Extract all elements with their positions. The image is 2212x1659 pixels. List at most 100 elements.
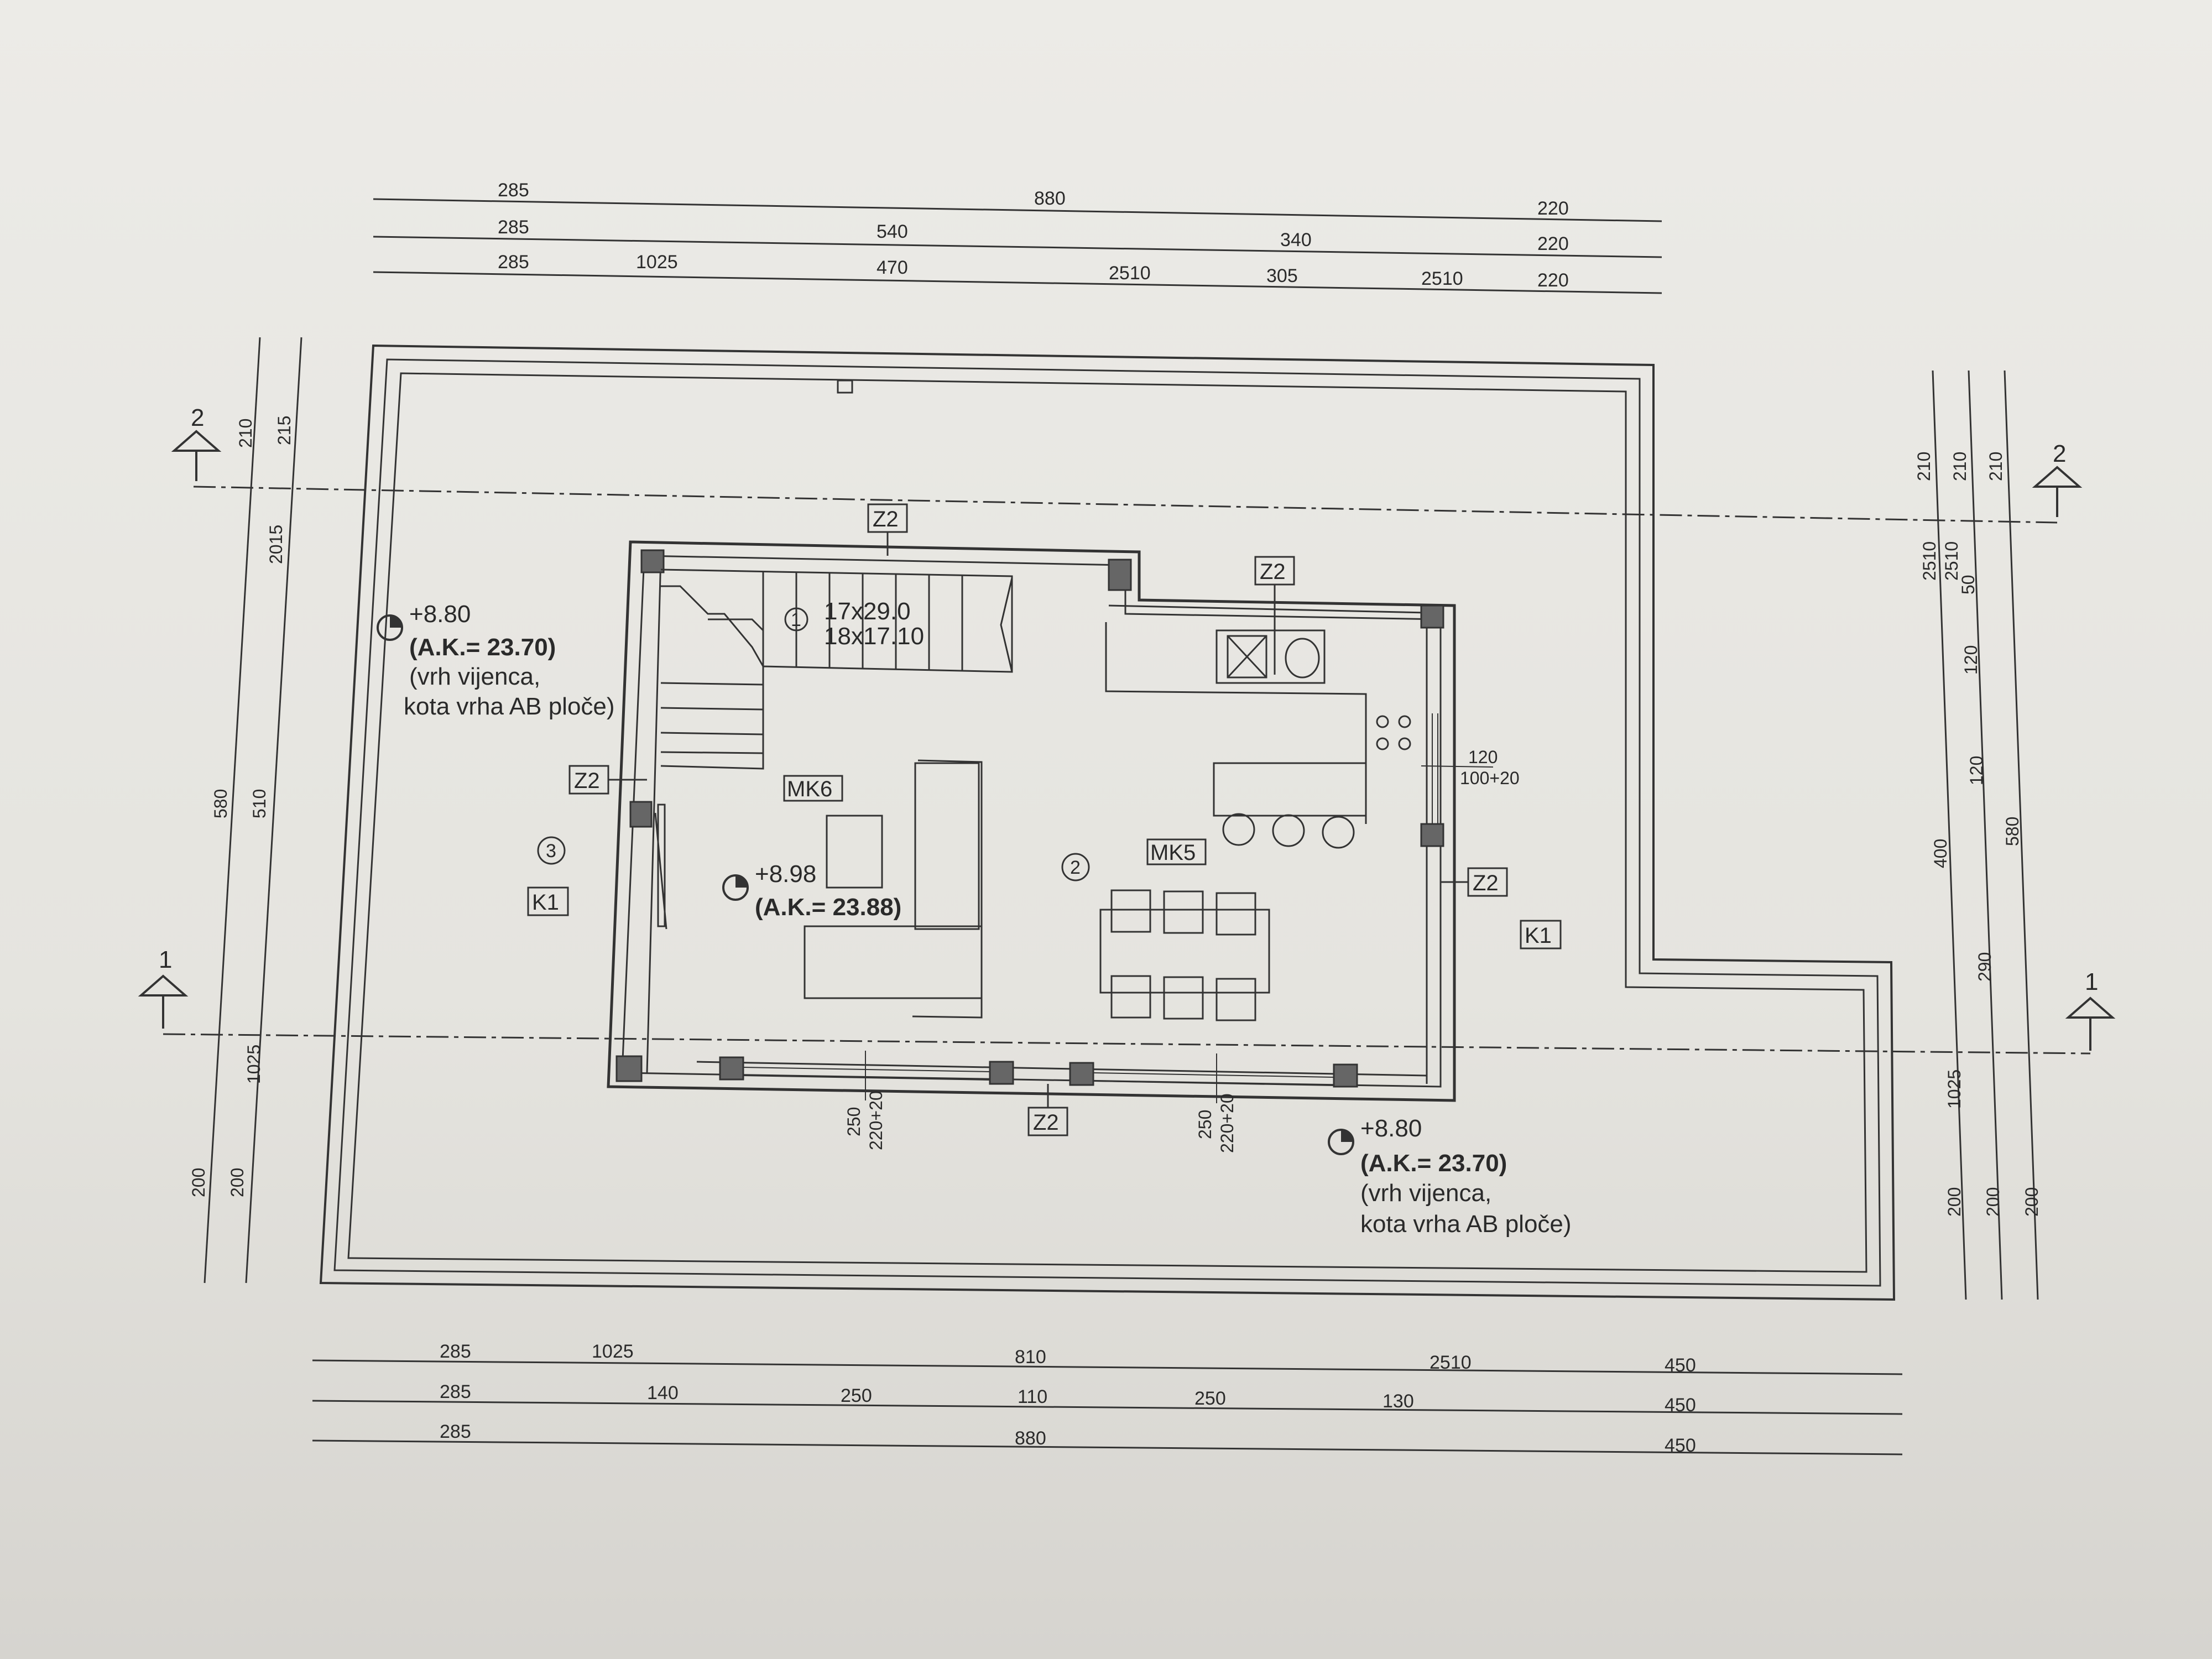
svg-text:250: 250: [841, 1385, 872, 1406]
svg-text:250: 250: [844, 1107, 864, 1136]
kitchen: [1105, 622, 1411, 849]
svg-text:810: 810: [1015, 1347, 1046, 1368]
tags: [527, 503, 1562, 1136]
section-markers: [138, 430, 2116, 1051]
level-mark-center: +8.98 (A.K.= 23.88): [722, 860, 901, 921]
tag-z2-right: Z2: [1473, 871, 1499, 895]
svg-text:1025: 1025: [636, 252, 678, 273]
svg-text:110: 110: [1018, 1386, 1047, 1407]
svg-text:290: 290: [1975, 952, 1995, 982]
svg-text:305: 305: [1266, 265, 1298, 286]
svg-text:2510: 2510: [1919, 541, 1939, 581]
tag-z2-top: Z2: [873, 507, 899, 531]
svg-text:120: 120: [1468, 747, 1498, 767]
svg-text:200: 200: [227, 1168, 247, 1197]
room-numbers: 2 3: [537, 836, 1090, 881]
tag-k1-left: K1: [532, 890, 559, 915]
svg-text:250: 250: [1195, 1110, 1215, 1139]
svg-text:200: 200: [1944, 1187, 1964, 1217]
left-dimensions: 210 580 1025 200 215 2015 510 200: [189, 416, 294, 1197]
svg-text:200: 200: [2022, 1187, 2042, 1217]
svg-text:210: 210: [1914, 452, 1934, 481]
svg-text:1: 1: [791, 609, 801, 630]
bottom-windows: [743, 1051, 1334, 1103]
level-mark-right: +8.80 (A.K.= 23.70) (vrh vijenca, kota v…: [1328, 1115, 1572, 1238]
svg-text:210: 210: [1950, 452, 1970, 481]
svg-text:(A.K.= 23.88): (A.K.= 23.88): [755, 894, 901, 921]
tag-k1-right: K1: [1525, 924, 1552, 948]
svg-text:510: 510: [249, 789, 269, 818]
svg-text:880: 880: [1015, 1428, 1046, 1449]
svg-text:200: 200: [1983, 1187, 2003, 1217]
top-dimensions: 285 880 220 285 540 340 220 285 1025 470…: [498, 180, 1569, 291]
svg-text:220: 220: [1537, 270, 1569, 291]
roof-outline: [319, 344, 1896, 1301]
svg-text:(vrh vijenca,: (vrh vijenca,: [1360, 1180, 1491, 1207]
tag-z2-kitchen: Z2: [1260, 560, 1286, 584]
svg-text:285: 285: [498, 180, 529, 201]
svg-text:+8.80: +8.80: [1360, 1115, 1422, 1142]
svg-text:(vrh vijenca,: (vrh vijenca,: [409, 663, 540, 690]
stairs-label: 1 17x29.0 18x17.10: [784, 598, 924, 650]
section-lines: [163, 486, 2091, 1055]
svg-text:450: 450: [1665, 1355, 1696, 1376]
svg-text:250: 250: [1194, 1388, 1226, 1409]
svg-text:kota vrha AB ploče): kota vrha AB ploče): [1360, 1211, 1572, 1238]
svg-text:2510: 2510: [1942, 541, 1961, 581]
right-dimensions: 210 2510 2510 400 1025 200 210 50 120 12…: [1914, 452, 2042, 1217]
living-furniture: [804, 759, 983, 1019]
svg-text:+8.98: +8.98: [755, 860, 816, 888]
svg-text:3: 3: [546, 841, 556, 862]
tag-mk6: MK6: [787, 777, 832, 801]
svg-text:kota vrha AB ploče): kota vrha AB ploče): [404, 693, 615, 720]
svg-text:(A.K.= 23.70): (A.K.= 23.70): [409, 634, 556, 661]
svg-text:120: 120: [1961, 645, 1981, 675]
svg-text:215: 215: [274, 416, 294, 445]
section-1-left: 1: [159, 946, 172, 973]
svg-text:450: 450: [1665, 1395, 1696, 1416]
columns: [615, 549, 1444, 1088]
svg-text:140: 140: [647, 1383, 679, 1404]
tag-z2-left: Z2: [574, 769, 600, 793]
svg-text:210: 210: [1986, 452, 2006, 481]
svg-text:1025: 1025: [244, 1045, 264, 1084]
svg-text:210: 210: [236, 419, 255, 448]
section-1-right: 1: [2085, 968, 2098, 995]
svg-text:18x17.10: 18x17.10: [824, 623, 924, 650]
svg-text:+8.80: +8.80: [409, 601, 471, 628]
svg-text:340: 340: [1280, 229, 1312, 251]
svg-text:220: 220: [1537, 198, 1569, 219]
svg-text:880: 880: [1034, 188, 1066, 209]
svg-text:220+20: 220+20: [866, 1091, 886, 1150]
svg-text:100+20: 100+20: [1460, 768, 1520, 788]
svg-text:120: 120: [1966, 756, 1986, 785]
svg-text:285: 285: [498, 217, 529, 238]
level-mark-left: +8.80 (A.K.= 23.70) (vrh vijenca, kota v…: [377, 601, 615, 720]
sliding-door: [654, 804, 667, 930]
svg-text:200: 200: [189, 1168, 208, 1197]
tag-z2-bottom: Z2: [1033, 1110, 1059, 1135]
svg-text:580: 580: [211, 789, 231, 818]
svg-text:285: 285: [440, 1381, 471, 1402]
dimension-lines: [204, 198, 2039, 1455]
svg-text:220: 220: [1537, 233, 1569, 254]
svg-text:50: 50: [1958, 575, 1978, 594]
section-2-left: 2: [191, 404, 204, 431]
svg-text:285: 285: [440, 1341, 471, 1362]
svg-text:2510: 2510: [1421, 268, 1463, 289]
svg-text:2510: 2510: [1430, 1352, 1472, 1373]
svg-text:540: 540: [877, 221, 908, 242]
tag-mk5: MK5: [1150, 841, 1196, 865]
svg-text:2015: 2015: [266, 525, 286, 564]
right-window: [1421, 713, 1494, 824]
svg-text:2510: 2510: [1109, 263, 1151, 284]
section-2-right: 2: [2053, 440, 2066, 467]
svg-text:17x29.0: 17x29.0: [824, 598, 911, 625]
dining-set: [1099, 889, 1270, 1021]
svg-text:2: 2: [1070, 857, 1081, 878]
svg-text:130: 130: [1383, 1391, 1414, 1412]
opening-labels: 120 100+20 250 220+20 250 220+20: [844, 747, 1520, 1153]
svg-text:(A.K.= 23.70): (A.K.= 23.70): [1360, 1150, 1507, 1177]
